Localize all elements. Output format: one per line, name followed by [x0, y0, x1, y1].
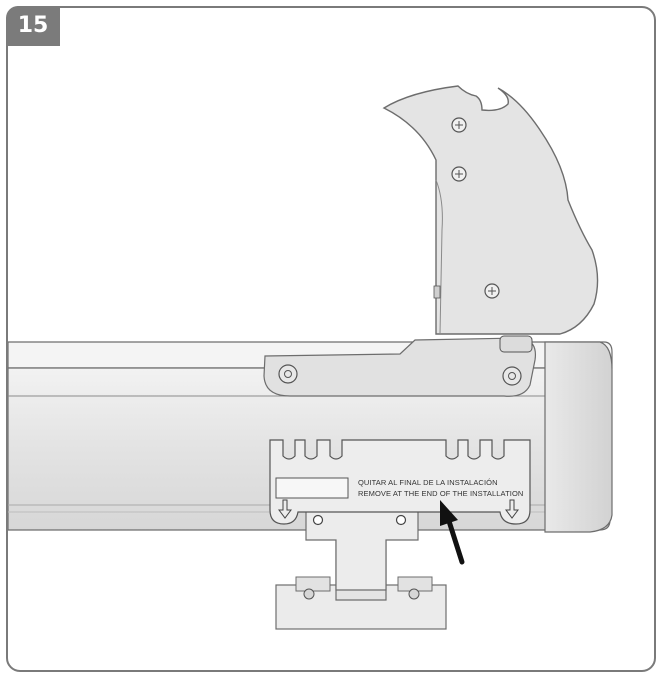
- shoulder-bracket: [382, 85, 599, 335]
- arrow-up-left-icon: [440, 500, 465, 565]
- arrow-down-icon: [505, 499, 519, 519]
- arrow-down-icon: [278, 499, 292, 519]
- arm-link: [263, 335, 537, 397]
- tag-label-en: REMOVE AT THE END OF THE INSTALLATION: [358, 489, 523, 498]
- tag-label-es: QUITAR AL FINAL DE LA INSTALACIÓN: [358, 478, 498, 487]
- removable-tag: QUITAR AL FINAL DE LA INSTALACIÓN REMOVE…: [269, 439, 531, 525]
- diagram-frame: [6, 6, 656, 672]
- step-number-badge: 15: [6, 6, 60, 46]
- bracket-plate: [305, 499, 419, 591]
